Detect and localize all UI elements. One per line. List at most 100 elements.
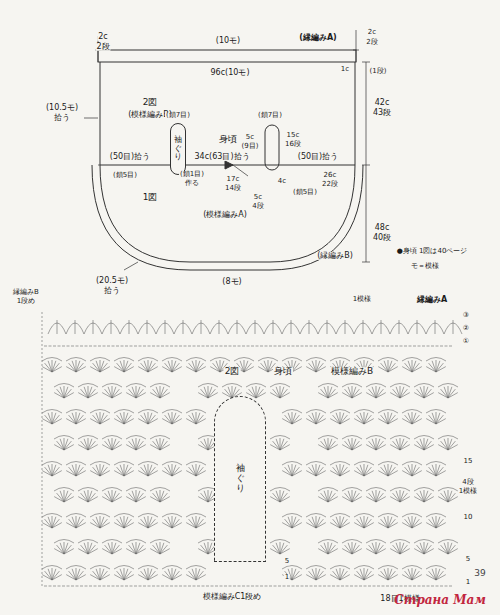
stitch-fan [78,384,98,399]
stitch-fan [138,514,158,529]
pattern-label: 1模様 [458,488,478,495]
pattern-label: 1段め [16,298,36,305]
pattern-label: 16段 [284,141,302,148]
edging-scallop [444,320,462,334]
stitch-fan [390,384,410,399]
stitch-fan [150,384,170,399]
stitch-fan [402,514,422,529]
pattern-label: ③ [462,312,470,319]
stitch-fan [186,514,206,529]
edging-scallop [120,320,138,334]
stitch-fan [402,462,422,477]
stitch-fan [426,410,446,425]
stitch-fan [330,514,350,529]
pattern-label: (縁編みA) [298,34,338,42]
edging-scallop [192,320,210,334]
pattern-label: 40段 [372,234,392,242]
pattern-label: 5 [465,556,471,563]
edging-b-column [42,312,43,586]
stitch-fan [150,540,170,555]
stitch-fan [318,488,338,503]
pattern-label: 縁編みA [416,296,448,304]
leader-line [84,118,100,165]
stitch-fan [402,566,422,581]
edging-scallop [282,320,300,334]
stitch-fan [390,488,410,503]
pattern-label: 26c [323,172,338,179]
pattern-label: 拾う [53,114,71,122]
edging-scallop [318,320,336,334]
edging-scallop [336,320,354,334]
armhole-oval [265,125,279,170]
stitch-fan [90,358,110,373]
pattern-label: ●身頃 1図は40ページ [396,248,469,255]
stitch-fan [426,358,446,373]
stitch-fan [354,514,374,529]
pattern-label: (模様編みA) [202,211,248,219]
pattern-label: 34c(63目)拾う [194,153,251,161]
armhole-shape: 袖ぐり [170,123,186,175]
edging-scallop [228,320,246,334]
stitch-fan [102,488,122,503]
stitch-fan [162,514,182,529]
row-line [44,346,452,347]
stitch-fan [402,410,422,425]
stitch-fan [306,514,326,529]
stitch-fan [42,514,62,529]
stitch-fan [366,540,386,555]
armhole-shape: 袖ぐり [214,396,266,562]
pattern-label: 4段 [251,203,264,210]
foundation-chain [44,586,452,587]
pattern-label: 作る [184,180,200,187]
stitch-fan [162,358,182,373]
armhole-label: 袖ぐり [174,136,182,162]
pattern-label: 模様編みB [330,367,374,376]
pattern-label: (鎖5目) [112,172,138,179]
stitch-fan [90,410,110,425]
stitch-fan [114,462,134,477]
stitch-fan [354,462,374,477]
pattern-label: 1模様 [352,296,372,303]
pattern-label: (10モ) [215,37,241,45]
dimension-tick [95,30,359,62]
stitch-fan [402,358,422,373]
edging-scallop [102,320,120,334]
stitch-fan [114,514,134,529]
pattern-label: 43段 [372,109,392,117]
pattern-label: 1図 [142,193,159,202]
pattern-label: 1 [465,579,471,586]
edging-scallop [354,320,372,334]
pattern-label: ② [462,325,470,332]
stitch-fan [282,462,302,477]
pattern-label: 5c [253,194,263,201]
stitch-fan [78,540,98,555]
stitch-fan [306,410,326,425]
stitch-fan [378,462,398,477]
crochet-chart [42,312,462,586]
stitch-fan [378,358,398,373]
pattern-label: 10 [463,514,474,521]
stitch-fan [66,358,86,373]
pattern-label: 身頃 [218,135,238,144]
stitch-fan [66,462,86,477]
stitch-fan [126,540,146,555]
pattern-label: 15 [463,458,474,465]
stitch-fan [42,358,62,373]
pattern-label: 1 [284,574,290,581]
pattern-label: 1c [340,66,350,73]
pattern-label: (9目) [241,143,260,150]
stitch-fan [318,436,338,451]
stitch-fan [438,540,458,555]
start-arrow [225,161,233,169]
stitch-fan [246,384,266,399]
pattern-label: 2c [367,29,377,36]
stitch-fan [414,488,434,503]
pattern-label: 2段 [365,39,378,46]
pattern-label: 5c [245,134,255,141]
stitch-fan [78,436,98,451]
stitch-fan [138,566,158,581]
watermark: Страна Мам [393,594,487,607]
edging-a-band [98,50,356,62]
edging-scallop [48,320,66,334]
stitch-fan [306,566,326,581]
